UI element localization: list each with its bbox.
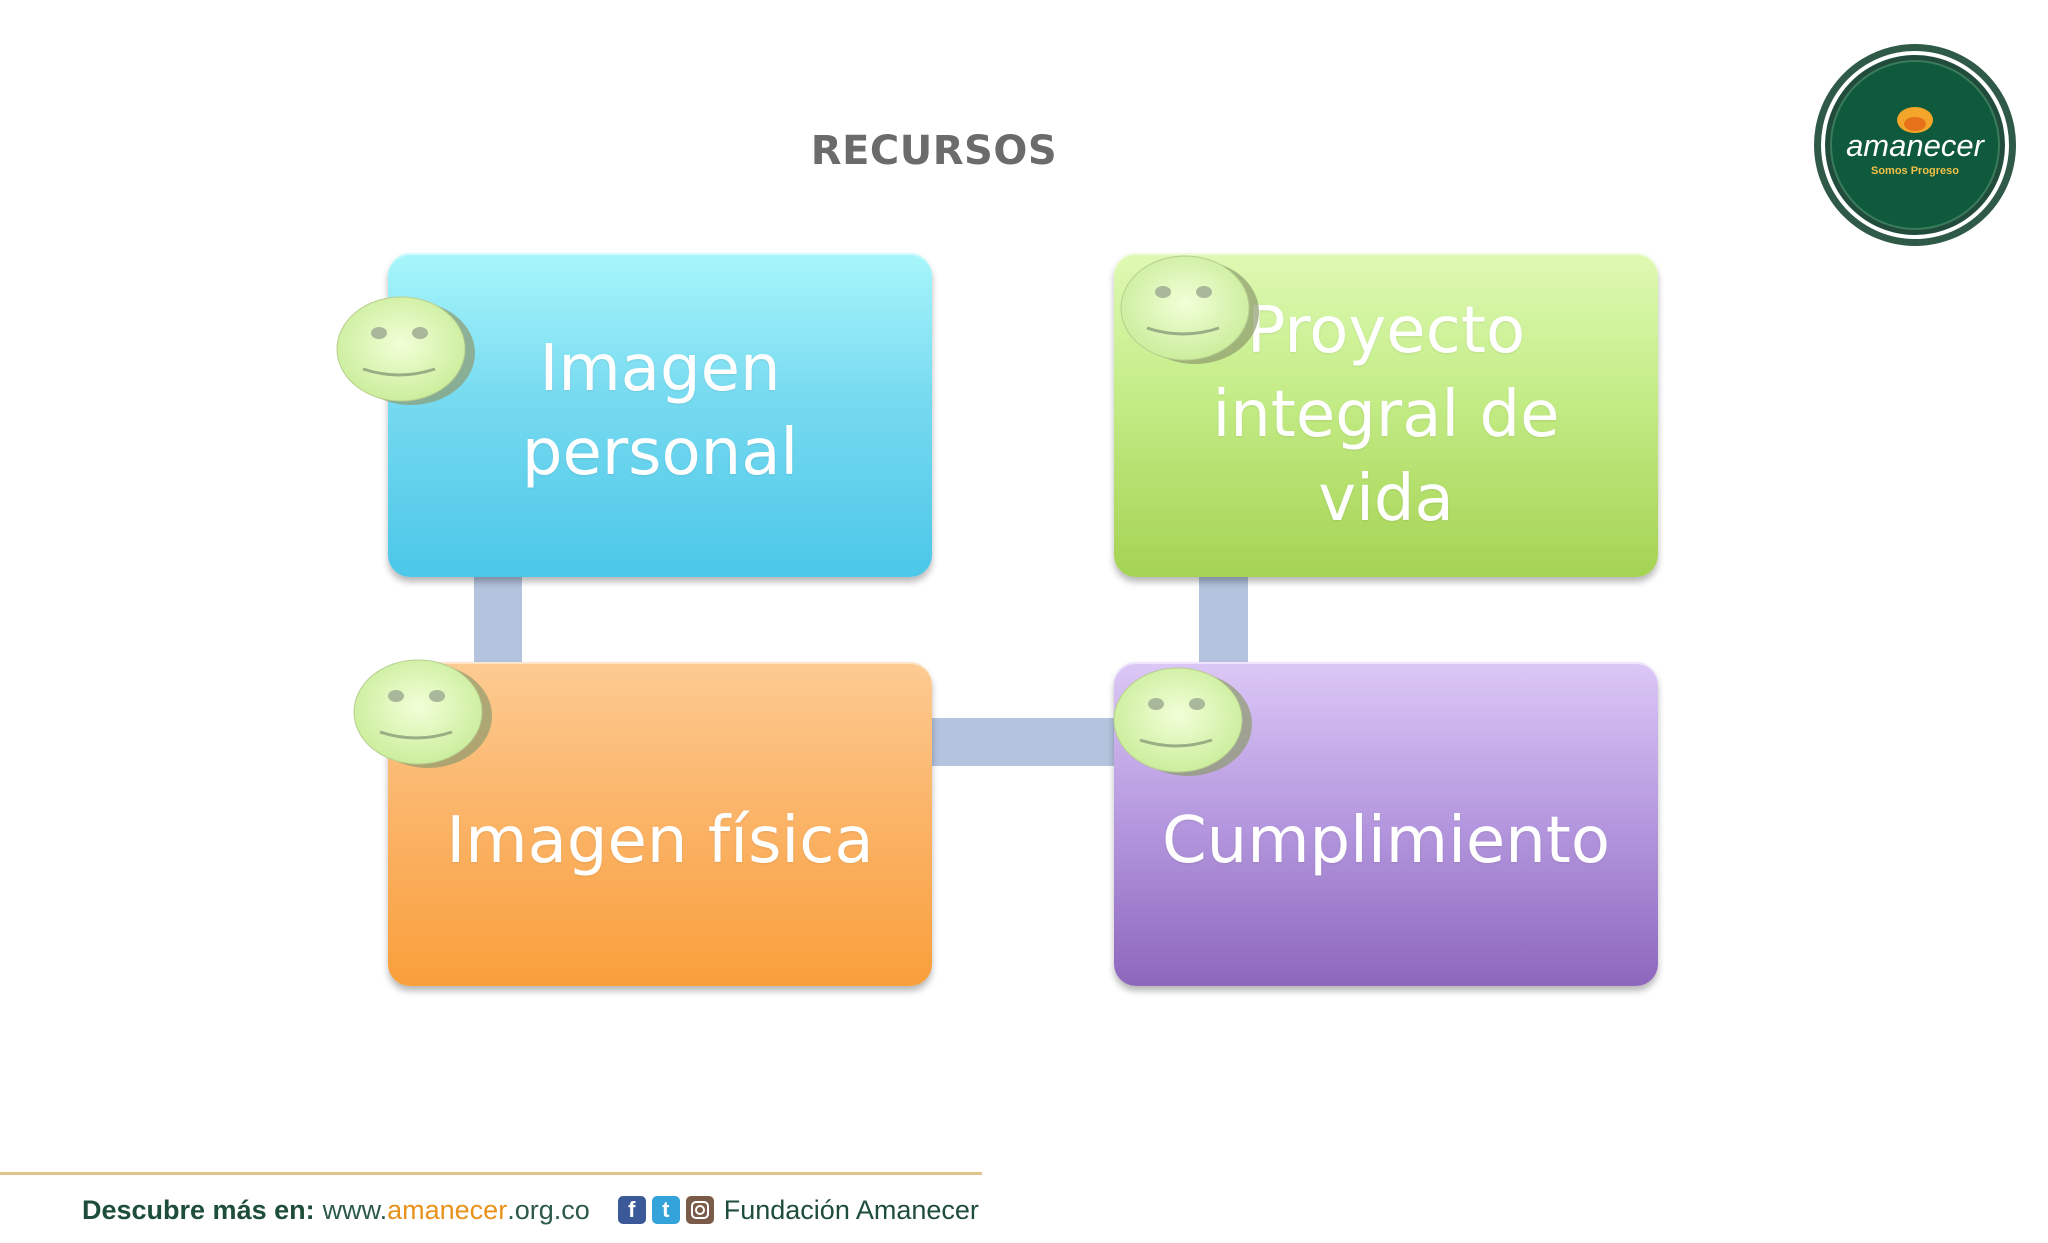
box-imagen-personal: Imagen personal (388, 253, 932, 577)
page-title: RECURSOS (810, 128, 1058, 174)
twitter-icon[interactable]: t (651, 1196, 680, 1224)
connector-right (1199, 577, 1248, 662)
social-icons: f t (617, 1196, 714, 1224)
svg-text:Somos Progreso: Somos Progreso (1871, 165, 1959, 177)
svg-text:amanecer: amanecer (1846, 128, 1986, 163)
footer-lead: Descubre más en: (82, 1194, 315, 1225)
connector-bottom (932, 718, 1114, 766)
footer-url-prefix[interactable]: www. (322, 1194, 388, 1225)
smiley-icon (353, 659, 492, 768)
box-label: Imagen personal (521, 332, 799, 490)
connector-left (474, 577, 522, 662)
instagram-icon[interactable] (685, 1196, 714, 1224)
smiley-icon (1113, 667, 1252, 776)
smiley-icon (1120, 255, 1259, 364)
facebook-icon[interactable]: f (617, 1196, 646, 1224)
box-label: Proyecto integral de vida (1212, 294, 1560, 536)
footer-organization: Fundación Amanecer (723, 1194, 979, 1225)
footer-url-suffix[interactable]: .org.co (507, 1194, 590, 1225)
smiley-icon (336, 296, 475, 405)
box-label: Cumplimiento (1161, 804, 1611, 878)
box-label: Imagen física (446, 804, 874, 878)
footer-divider (0, 1172, 982, 1175)
footer-url-brand[interactable]: amanecer (387, 1194, 508, 1225)
footer: Descubre más en: www.amanecer.org.co f t… (82, 1190, 979, 1230)
amanecer-logo: amanecer Somos Progreso (1814, 44, 2016, 246)
